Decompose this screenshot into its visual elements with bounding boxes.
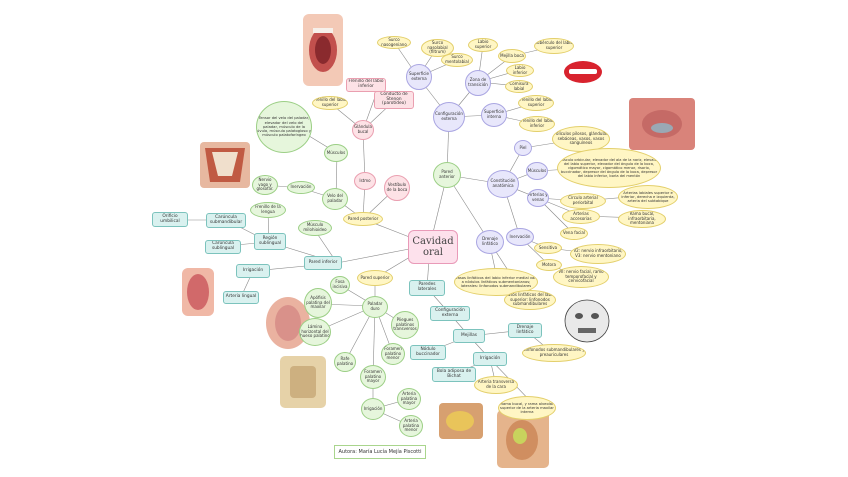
inervacion-const-node: Inervación bbox=[506, 228, 534, 246]
lamina-horizontal-node: Lámina horizontal del hueso palatino bbox=[299, 318, 331, 346]
vestibulo-node: Vestíbulo de la boca bbox=[384, 175, 410, 201]
surco-nasogeniano-node: Surco nasogeniano bbox=[377, 36, 411, 49]
surco-nasolabial-node: Surco nasolabial (filtrum) bbox=[421, 39, 454, 57]
frenillo-superior-node: Frenillo del labio superior bbox=[312, 96, 348, 110]
bola-bichat-node: Bola adiposa de Bichat bbox=[432, 367, 476, 382]
apofisis-palatina-node: Apófisis palatina del maxilar bbox=[304, 288, 332, 318]
irrigacion-superior-node: Irrigación bbox=[361, 398, 385, 420]
foramen-mayor-node: Foramen palatino mayor bbox=[360, 365, 386, 389]
drenaje-linfatico-node: Drenaje linfático bbox=[476, 230, 504, 254]
photo-lips-open-mouth bbox=[303, 14, 343, 86]
conducto-stenon-node: Conducto de Stenon (parotídeo) bbox=[374, 91, 414, 109]
musculos-velo-node: Tensor del velo del paladar, elevador de… bbox=[256, 101, 312, 153]
nervio-infraorbitario-node: V2: nervio infraorbitario, V3: nervio me… bbox=[570, 244, 626, 264]
paladar-duro-node: Paladar duro bbox=[362, 296, 388, 318]
pared-superior-node: Pared superior bbox=[357, 270, 393, 286]
photo-facial-muscles bbox=[629, 98, 695, 150]
arteria-lingual-node: Arteria lingual bbox=[223, 291, 259, 304]
frenillo-sup2-node: Frenillo del labio superior bbox=[518, 95, 554, 111]
configuracion-lateral-node: Configuración externa bbox=[430, 306, 470, 321]
mejilla-boca-node: Mejilla boca bbox=[498, 49, 526, 63]
istmo-node: Istmo bbox=[354, 172, 376, 190]
musculos-post-node: Músculos bbox=[324, 144, 348, 162]
comisura-node: Comisura labial bbox=[505, 80, 533, 93]
pared-inferior-node: Pared inferior bbox=[304, 256, 342, 270]
rama-bucal-node: Rama bucal, infraorbitaria, mentoniana bbox=[618, 210, 666, 228]
nervio-facial-node: VII: nervio facial, ramo temporofacial y… bbox=[553, 266, 609, 288]
tuberculo-node: Tubérculo del labio superior bbox=[534, 38, 574, 54]
photo-tongue-floor bbox=[182, 268, 214, 316]
drenaje-lateral-node: Drenaje linfático bbox=[508, 323, 542, 338]
frenillo-inf2-node: Frenillo del labio inferior bbox=[519, 116, 555, 132]
nervio-vago-node: Nervio vago y glosofar. bbox=[252, 175, 278, 195]
photo-lateral-face bbox=[497, 410, 549, 468]
central-topic-node: Cavidad oral bbox=[408, 230, 458, 264]
arteria-palatina-menor-node: Arteria palatina menor bbox=[399, 415, 423, 437]
pliegues-palatinos-node: Pliegues palatinos transversos bbox=[391, 311, 419, 339]
frenillo-lengua-node: Frenillo de la lengua bbox=[250, 202, 286, 218]
frenillo-inferior-node: Frenillo del labio inferior bbox=[346, 78, 386, 92]
author-credit: Autora: María Lucía Mejía Piscotti bbox=[334, 445, 426, 459]
vena-facial-node: Vena facial bbox=[560, 227, 588, 240]
fosa-incisiva-node: Fosa incisiva bbox=[330, 276, 350, 294]
musculos-list-node: Músculo orbicular, elevador del ala de l… bbox=[557, 148, 661, 188]
orificio-umbilical-node: Orificio umbilical bbox=[152, 212, 188, 227]
arteria-transversa-node: Arteria transversa de la cara bbox=[474, 376, 518, 394]
zona-transicion-node: Zona de transición bbox=[465, 70, 491, 96]
constitucion-node: Constitución anatómica bbox=[487, 170, 519, 198]
superficie-externa-node: Superficie externa bbox=[406, 64, 432, 90]
caruncula-sublingual-node: Carúncula sublingual bbox=[205, 240, 241, 254]
glandula-bucal-node: Glándula bucal bbox=[352, 120, 374, 140]
configuracion-externa-node: Configuración externa bbox=[433, 102, 465, 132]
mejillas-node: Mejillas bbox=[453, 329, 485, 343]
irrigacion-lateral-node: Irrigación bbox=[473, 352, 507, 366]
linfonodos-submandibulares-node: Linfonodos submandibulares y preauricula… bbox=[522, 344, 586, 362]
arterias-venas-node: Arterias y venas bbox=[527, 189, 549, 207]
foramen-menor-node: Foramen palatino menor bbox=[381, 343, 405, 365]
arterias-labiales-node: Arterias labiales superior e inferior, d… bbox=[618, 185, 678, 209]
sensitiva-node: Sensitiva bbox=[534, 242, 562, 254]
motora-node: Motora bbox=[536, 259, 562, 271]
irrigacion-inferior-node: Irrigación bbox=[236, 264, 270, 278]
pared-posterior-node: Pared posterior bbox=[343, 212, 383, 226]
paredes-laterales-node: Paredes laterales bbox=[409, 280, 445, 296]
rama-bucal-lateral-node: Rama bucal, y rama alveolar superior de … bbox=[498, 396, 556, 420]
superficie-interna-node: Superficie interna bbox=[481, 103, 507, 127]
arteria-palatina-mayor-node: Arteria palatina mayor bbox=[397, 388, 421, 410]
rafe-palatino-node: Rafe palatino bbox=[334, 352, 356, 372]
labio-superior-node: Labio superior bbox=[468, 38, 498, 52]
photo-cheek-dissection bbox=[439, 403, 483, 439]
region-sublingual-node: Región sublingual bbox=[254, 233, 286, 250]
vasos-linfaticos-sup-node: Vasos linfáticos del labio superior: lin… bbox=[504, 290, 556, 310]
caruncula-submandibular-node: Carúncula submandibular bbox=[206, 213, 246, 228]
photo-skull-face bbox=[564, 299, 610, 343]
surco-mentolabial-node: Surco mentolabial bbox=[441, 53, 473, 67]
photo-palate-muscles bbox=[200, 142, 250, 188]
musculo-milohioideo-node: Músculo milohioideo bbox=[298, 220, 332, 236]
inervacion-post-node: Inervación bbox=[287, 181, 315, 194]
photo-palate-bone bbox=[280, 356, 326, 408]
labio-inferior-node: Labio inferior bbox=[506, 64, 534, 77]
piel-node: Piel bbox=[514, 140, 532, 156]
musculos-const-node: Músculos bbox=[526, 162, 548, 180]
circulo-arterial-node: Círculo arterial periorbital bbox=[560, 193, 606, 209]
velo-paladar-node: Velo del paladar bbox=[322, 188, 348, 210]
pared-anterior-node: Pared anterior bbox=[433, 162, 461, 188]
photo-smiling-lips bbox=[564, 61, 602, 83]
arterias-accesorias-node: Arterias accesorias bbox=[562, 209, 600, 224]
nodulo-buccinador-node: Nódulo buccinador bbox=[410, 345, 446, 360]
